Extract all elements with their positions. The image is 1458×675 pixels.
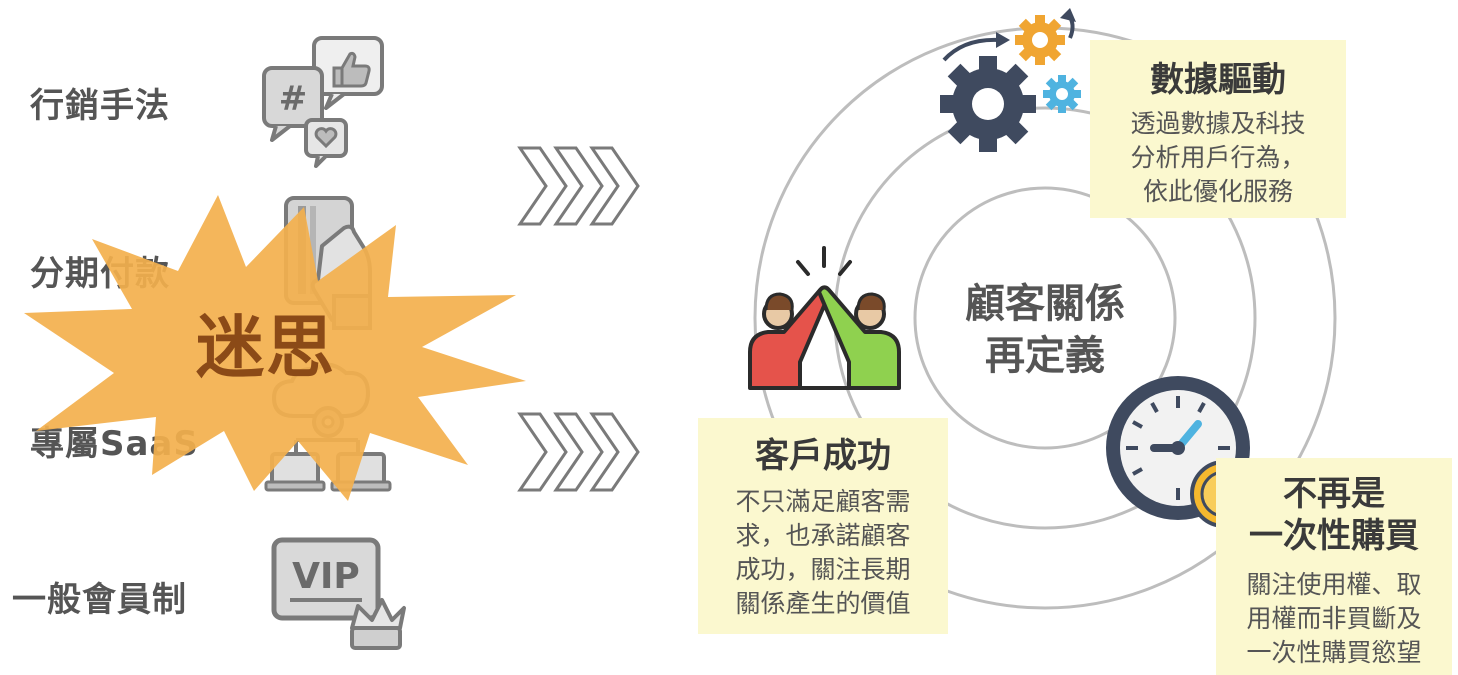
- left-label-membership: 一般會員制: [12, 580, 187, 620]
- left-label-marketing: 行銷手法: [30, 86, 170, 126]
- data-driven-title: 數據驅動: [1150, 60, 1286, 100]
- svg-text:#: #: [279, 79, 308, 119]
- vip-text: VIP: [292, 556, 360, 597]
- vip-membership-icon: VIP: [271, 537, 406, 650]
- not-one-time-line: 用權而非買斷及: [1246, 604, 1422, 633]
- high-five-icon: [748, 246, 901, 390]
- customer-success-title: 客戶成功: [755, 436, 891, 476]
- not-one-time-title-2: 一次性購買: [1249, 516, 1419, 556]
- customer-success-line: 不只滿足顧客需: [735, 487, 911, 516]
- myth-burst-text: 迷思: [196, 309, 337, 388]
- data-driven-line: 依此優化服務: [1142, 177, 1293, 206]
- center-title-line2: 再定義: [985, 333, 1105, 379]
- customer-success-box: 客戶成功 不只滿足顧客需 求，也承諾顧客 成功，關注長期 關係產生的價值: [698, 418, 948, 634]
- center-title-line1: 顧客關係: [965, 281, 1125, 327]
- not-one-time-line: 一次性購買慾望: [1246, 638, 1422, 667]
- center-title: 顧客關係 再定義: [945, 278, 1145, 382]
- social-chat-icon: #: [262, 36, 384, 168]
- customer-success-line: 成功，關注長期: [735, 555, 911, 584]
- data-driven-box: 數據驅動 透過數據及科技 分析用戶行為， 依此優化服務: [1090, 40, 1346, 218]
- gears-icon: [940, 8, 1081, 152]
- not-one-time-line: 關注使用權、取: [1246, 570, 1422, 599]
- customer-success-line: 關係產生的價值: [735, 589, 911, 618]
- not-one-time-title-1: 不再是: [1283, 474, 1385, 514]
- data-driven-line: 透過數據及科技: [1130, 109, 1306, 138]
- data-driven-line: 分析用戶行為，: [1130, 143, 1306, 172]
- customer-success-line: 求，也承諾顧客: [735, 521, 911, 550]
- chevron-arrows-bottom-icon: [517, 412, 640, 492]
- chevron-arrows-top-icon: [517, 146, 640, 226]
- myth-burst-shape: [24, 195, 526, 501]
- not-one-time-box: 不再是 一次性購買 關注使用權、取 用權而非買斷及 一次性購買慾望: [1216, 458, 1452, 675]
